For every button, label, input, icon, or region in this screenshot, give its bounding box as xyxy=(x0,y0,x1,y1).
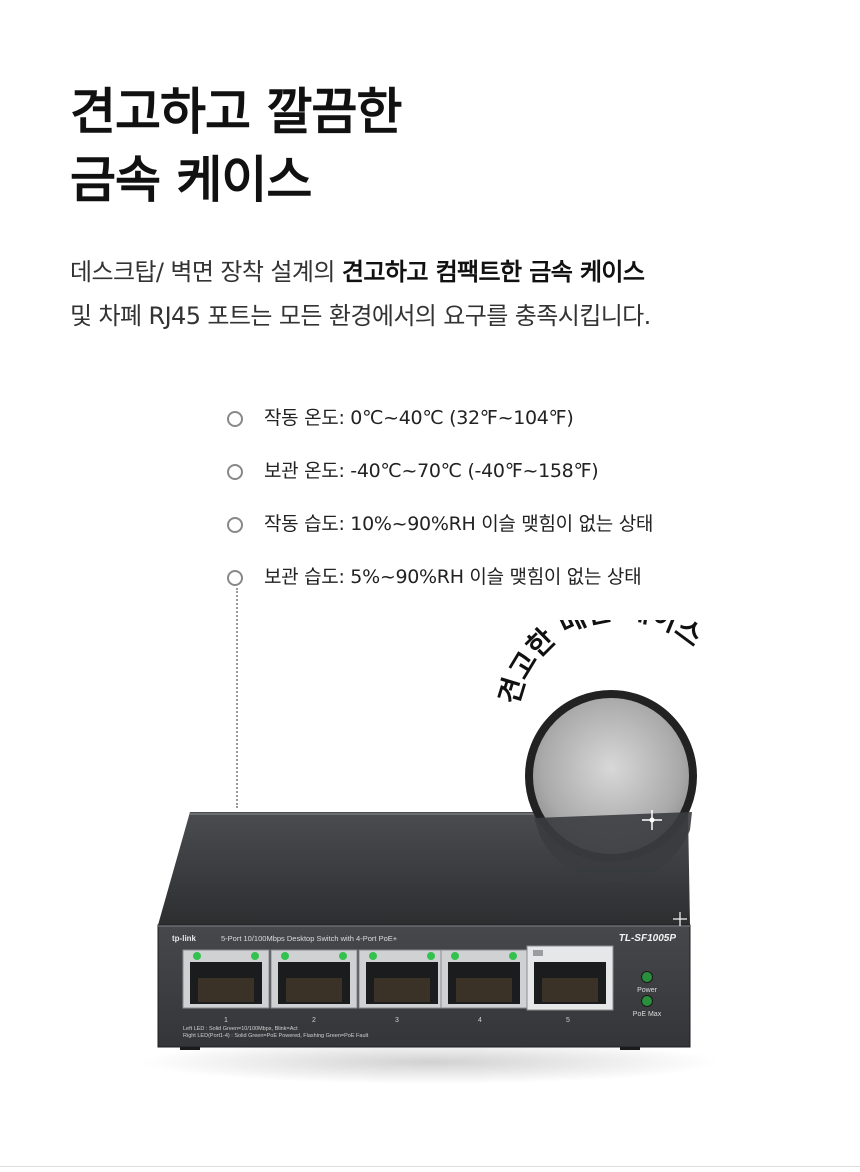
port-led-left xyxy=(451,952,459,960)
port-led-right xyxy=(251,952,259,960)
led-legend-left: Left LED : Solid Green=10/100Mbps, Blink… xyxy=(183,1026,298,1032)
device-description: 5-Port 10/100Mbps Desktop Switch with 4-… xyxy=(221,934,398,943)
device-shadow xyxy=(140,1040,720,1084)
port-led-left xyxy=(369,952,377,960)
description: 데스크탑/ 벽면 장착 설계의 견고하고 컴팩트한 금속 케이스 및 차폐 RJ… xyxy=(70,250,830,338)
circle-bullet-icon xyxy=(227,464,243,480)
poe-max-led-label: PoE Max xyxy=(633,1011,662,1018)
port-number: 4 xyxy=(478,1017,482,1024)
port-led-left xyxy=(193,952,201,960)
spec-text: 보관 온도: -40℃~70℃ (-40℉~158℉) xyxy=(264,460,599,482)
port-1 xyxy=(182,949,270,1009)
circle-bullet-icon xyxy=(227,411,243,427)
port-number: 3 xyxy=(395,1017,399,1024)
port-2 xyxy=(270,949,358,1009)
spec-list: 작동 온도: 0℃~40℃ (32℉~104℉) 보관 온도: -40℃~70℃… xyxy=(226,396,653,608)
port-led-right xyxy=(339,952,347,960)
description-prefix: 데스크탑/ 벽면 장착 설계의 xyxy=(70,258,342,286)
sparkle-icon xyxy=(642,810,662,830)
port-number: 1 xyxy=(224,1017,228,1024)
sparkle-icon xyxy=(673,912,687,926)
power-led-label: Power xyxy=(637,987,658,994)
circle-bullet-icon xyxy=(227,570,243,586)
model-name: TL-SF1005P xyxy=(619,933,677,944)
poe-max-led-icon xyxy=(641,995,653,1007)
port-4 xyxy=(440,949,528,1009)
headline-line-2: 금속 케이스 xyxy=(70,151,312,209)
switch-device: tp-link 5-Port 10/100Mbps Desktop Switch… xyxy=(157,812,691,1050)
headline: 견고하고 깔끔한 금속 케이스 xyxy=(70,78,402,214)
port-led-left xyxy=(281,952,289,960)
spec-text: 보관 습도: 5%~90%RH 이슬 맺힘이 없는 상태 xyxy=(264,566,642,588)
description-line-1: 데스크탑/ 벽면 장착 설계의 견고하고 컴팩트한 금속 케이스 xyxy=(70,250,830,294)
bottom-divider xyxy=(0,1166,860,1167)
port-led-right xyxy=(509,952,517,960)
product-illustration: tp-link 5-Port 10/100Mbps Desktop Switch… xyxy=(140,620,720,1084)
description-emphasis: 견고하고 컴팩트한 금속 케이스 xyxy=(341,258,645,286)
circle-bullet-icon xyxy=(227,517,243,533)
spec-text: 작동 온도: 0℃~40℃ (32℉~104℉) xyxy=(264,407,574,429)
headline-line-1: 견고하고 깔끔한 xyxy=(70,83,402,141)
dotted-connector xyxy=(236,588,238,808)
power-led-icon xyxy=(641,971,653,983)
port-number: 2 xyxy=(312,1017,316,1024)
spec-item: 작동 온도: 0℃~40℃ (32℉~104℉) xyxy=(226,396,653,449)
port-5 xyxy=(526,945,614,1011)
port-number: 5 xyxy=(566,1017,570,1024)
led-legend-right: Right LED(Port1-4) : Solid Green=PoE Pow… xyxy=(183,1033,369,1039)
spec-item: 보관 온도: -40℃~70℃ (-40℉~158℉) xyxy=(226,449,653,502)
port-3 xyxy=(358,949,446,1009)
spec-item: 작동 습도: 10%~90%RH 이슬 맺힘이 없는 상태 xyxy=(226,502,653,555)
description-line-2: 및 차폐 RJ45 포트는 모든 환경에서의 요구를 충족시킵니다. xyxy=(70,302,651,330)
spec-text: 작동 습도: 10%~90%RH 이슬 맺힘이 없는 상태 xyxy=(264,513,654,535)
port-led-right xyxy=(427,952,435,960)
spec-item: 보관 습도: 5%~90%RH 이슬 맺힘이 없는 상태 xyxy=(226,555,653,608)
brand-logo: tp-link xyxy=(172,934,197,943)
